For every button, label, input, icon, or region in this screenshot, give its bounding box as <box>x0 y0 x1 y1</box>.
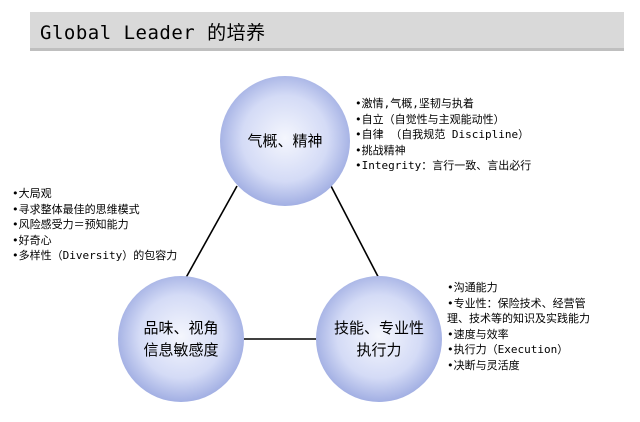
node-right-label: 技能、专业性 执行力 <box>314 317 444 361</box>
node-top-label: 气概、精神 <box>225 130 345 152</box>
list-item: 理、技术等的知识及实践能力 <box>447 312 590 325</box>
node-right-label-line1: 技能、专业性 <box>333 319 424 337</box>
node-left-label-line2: 信息敏感度 <box>143 341 219 359</box>
list-item: 自立（自觉性与主观能动性） <box>355 112 531 128</box>
page-title: Global Leader 的培养 <box>40 22 266 44</box>
node-left-label-line1: 品味、视角 <box>143 319 219 337</box>
list-item: 多样性（Diversity）的包容力 <box>12 248 178 264</box>
list-item: 寻求整体最佳的思维模式 <box>12 202 177 218</box>
top-notes: 激情,气概,坚韧与执着 自立（自觉性与主观能动性） 自律 （自我规范 Disci… <box>355 96 532 174</box>
list-item: 激情,气概,坚韧与执着 <box>355 96 531 112</box>
list-item: 好奇心 <box>12 233 177 249</box>
circle-left <box>118 276 244 402</box>
list-item: 执行力（Execution） <box>447 342 590 358</box>
list-item: 自律 （自我规范 Discipline） <box>355 127 531 143</box>
list-item: 专业性：保险技术、经营管 <box>447 296 590 312</box>
list-item: 沟通能力 <box>447 280 590 296</box>
list-item: 速度与效率 <box>447 327 590 343</box>
circle-right <box>316 276 442 402</box>
connector-top-right <box>330 185 387 293</box>
list-item: 风险感受力＝预知能力 <box>12 217 177 233</box>
list-item: 决断与灵活度 <box>447 358 590 374</box>
node-right-label-line2: 执行力 <box>356 341 402 359</box>
circle-top <box>220 76 350 206</box>
left-notes: 大局观 寻求整体最佳的思维模式 风险感受力＝预知能力 好奇心 多样性（Diver… <box>12 186 178 264</box>
list-item: 大局观 <box>12 186 177 202</box>
connector-top-left <box>177 185 238 293</box>
list-item: Integrity：言行一致、言出必行 <box>355 158 532 174</box>
list-item: 挑战精神 <box>355 143 531 159</box>
node-top-label-text: 气概、精神 <box>247 132 323 150</box>
right-notes: 沟通能力 专业性：保险技术、经营管 理、技术等的知识及实践能力 速度与效率 执行… <box>447 280 590 373</box>
title-bar: Global Leader 的培养 <box>30 12 624 51</box>
node-left-label: 品味、视角 信息敏感度 <box>121 317 241 361</box>
